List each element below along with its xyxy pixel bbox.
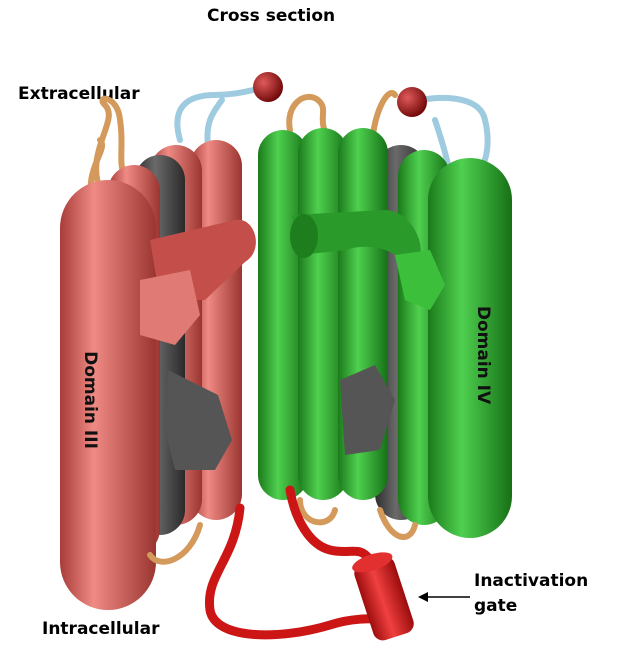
domain-iii: Domain III <box>60 140 256 610</box>
gate-arrow <box>418 592 470 602</box>
domain-iii-helix-front <box>60 180 156 610</box>
domain-iii-label: Domain III <box>80 351 100 449</box>
domain-iv-helix-front <box>428 158 512 538</box>
bead-right <box>397 87 427 117</box>
domain-iv: Domain IV <box>258 128 512 538</box>
inactivation-gate <box>350 548 417 643</box>
bead-left <box>253 72 283 102</box>
domain-iv-label: Domain IV <box>473 306 493 405</box>
